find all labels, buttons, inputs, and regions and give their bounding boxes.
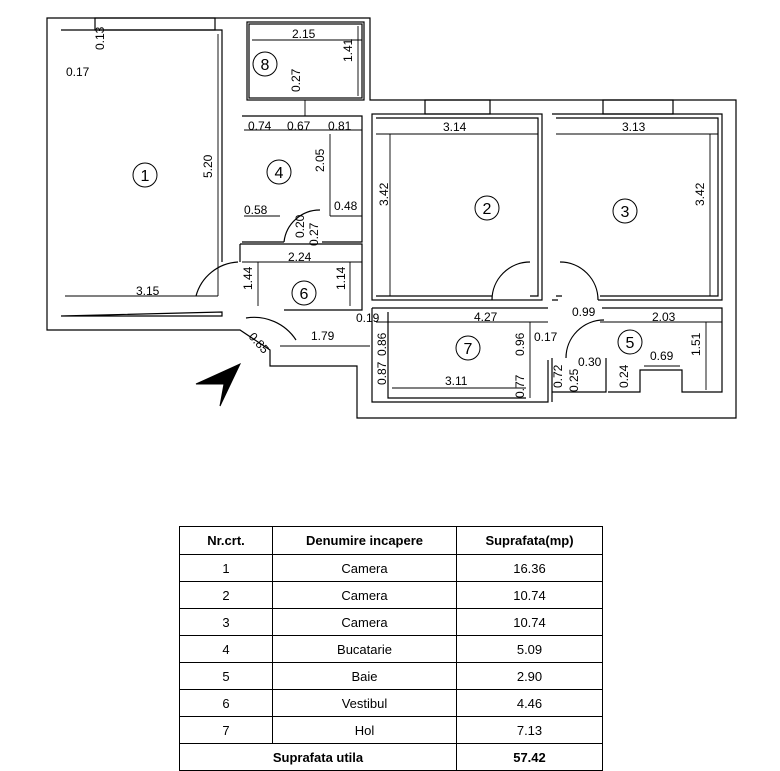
room-6-number: 6 (300, 286, 309, 303)
dimension-label: 3.13 (622, 120, 646, 134)
header-area: Suprafata(mp) (456, 526, 603, 555)
cell-area: 10.74 (456, 608, 603, 636)
cell-area: 5.09 (456, 635, 603, 663)
dimension-label: 3.15 (136, 284, 160, 298)
cell-name: Camera (272, 581, 457, 609)
dimension-label: 0.25 (567, 368, 581, 392)
dimension-label: 0.13 (93, 26, 107, 50)
dimension-label: 0.69 (650, 349, 674, 363)
table-header-row: Nr.crt. Denumire incapere Suprafata(mp) (179, 526, 603, 555)
room-4-marker: 4 (266, 159, 292, 185)
cell-name: Vestibul (272, 689, 457, 717)
dimension-label: 0.20 (293, 214, 307, 238)
dimension-label: 1.14 (334, 266, 348, 290)
dimension-label: 1.41 (341, 38, 355, 62)
dimension-label: 2.24 (288, 250, 312, 264)
dimension-label: 0.72 (551, 364, 565, 388)
cell-nr: 5 (179, 662, 273, 690)
cell-name: Camera (272, 554, 457, 582)
dimension-label: 2.05 (313, 148, 327, 172)
dimension-label: 0.87 (375, 361, 389, 385)
room-1-marker: 1 (132, 162, 158, 188)
dimension-label: 0.81 (328, 119, 352, 133)
cell-name: Baie (272, 662, 457, 690)
dimension-label: 0.99 (572, 305, 596, 319)
dimension-label: 0.27 (289, 68, 303, 92)
dimension-label: 0.67 (287, 119, 311, 133)
walls (46, 17, 737, 419)
room-7-marker: 7 (455, 335, 481, 361)
room-8-marker: 8 (252, 51, 278, 77)
dimension-label: 0.86 (375, 332, 389, 356)
cell-name: Hol (272, 716, 457, 744)
dimension-labels: 0.17 0.13 5.20 3.15 2.15 1.41 0.27 0.74 0.67 0.81… (66, 26, 707, 398)
dimension-label: 0.96 (513, 332, 527, 356)
cell-nr: 2 (179, 581, 273, 609)
cell-nr: 3 (179, 608, 273, 636)
dimension-label: 0.27 (307, 222, 321, 246)
cell-nr: 7 (179, 716, 273, 744)
room-4-number: 4 (275, 165, 284, 182)
cell-area: 2.90 (456, 662, 603, 690)
total-value: 57.42 (456, 743, 603, 771)
header-nr: Nr.crt. (179, 526, 273, 555)
dimension-label: 0.17 (66, 65, 90, 79)
room-3-number: 3 (621, 204, 630, 221)
dimension-label: 0.77 (513, 374, 527, 398)
dimension-label: 0.58 (244, 203, 268, 217)
north-arrow-icon (195, 362, 242, 407)
dimension-lines (65, 26, 722, 398)
room-7-number: 7 (464, 341, 473, 358)
dimension-label: 0.85 (246, 330, 272, 357)
cell-nr: 1 (179, 554, 273, 582)
cell-area: 10.74 (456, 581, 603, 609)
room-area-table: Nr.crt. Denumire incapere Suprafata(mp) … (179, 526, 603, 771)
dimension-label: 4.27 (474, 310, 498, 324)
room-3-marker: 3 (612, 198, 638, 224)
room-5-marker: 5 (617, 329, 643, 355)
dimension-label: 2.15 (292, 27, 316, 41)
dimension-label: 3.11 (445, 374, 468, 388)
cell-nr: 6 (179, 689, 273, 717)
dimension-label: 1.79 (311, 329, 335, 343)
dimension-label: 0.24 (617, 364, 631, 388)
cell-name: Camera (272, 608, 457, 636)
dimension-label: 5.20 (201, 154, 215, 178)
room-markers: 1 2 3 4 5 6 7 8 (132, 51, 643, 361)
cell-nr: 4 (179, 635, 273, 663)
total-label: Suprafata utila (179, 743, 457, 771)
room-6-marker: 6 (291, 280, 317, 306)
dimension-label: 0.48 (334, 199, 358, 213)
cell-name: Bucatarie (272, 635, 457, 663)
cell-area: 4.46 (456, 689, 603, 717)
dimension-label: 0.74 (248, 119, 272, 133)
dimension-label: 0.30 (578, 355, 602, 369)
cell-area: 7.13 (456, 716, 603, 744)
room-5-number: 5 (626, 335, 635, 352)
room-8-number: 8 (261, 57, 270, 74)
room-2-marker: 2 (474, 195, 500, 221)
dimension-label: 3.14 (443, 120, 467, 134)
dimension-label: 0.19 (356, 311, 380, 325)
cell-area: 16.36 (456, 554, 603, 582)
room-1-number: 1 (141, 168, 150, 185)
dimension-label: 3.42 (377, 182, 391, 206)
room-2-number: 2 (483, 201, 492, 218)
dimension-label: 1.51 (689, 332, 703, 356)
dimension-label: 0.17 (534, 330, 558, 344)
dimension-label: 2.03 (652, 310, 676, 324)
dimension-label: 1.44 (241, 266, 255, 290)
header-name: Denumire incapere (272, 526, 457, 555)
floor-plan: 1 2 3 4 5 6 7 8 0.17 0.13 5.20 3.15 2.15 1.41 0.27 0.7… (46, 17, 737, 419)
dimension-label: 3.42 (693, 182, 707, 206)
